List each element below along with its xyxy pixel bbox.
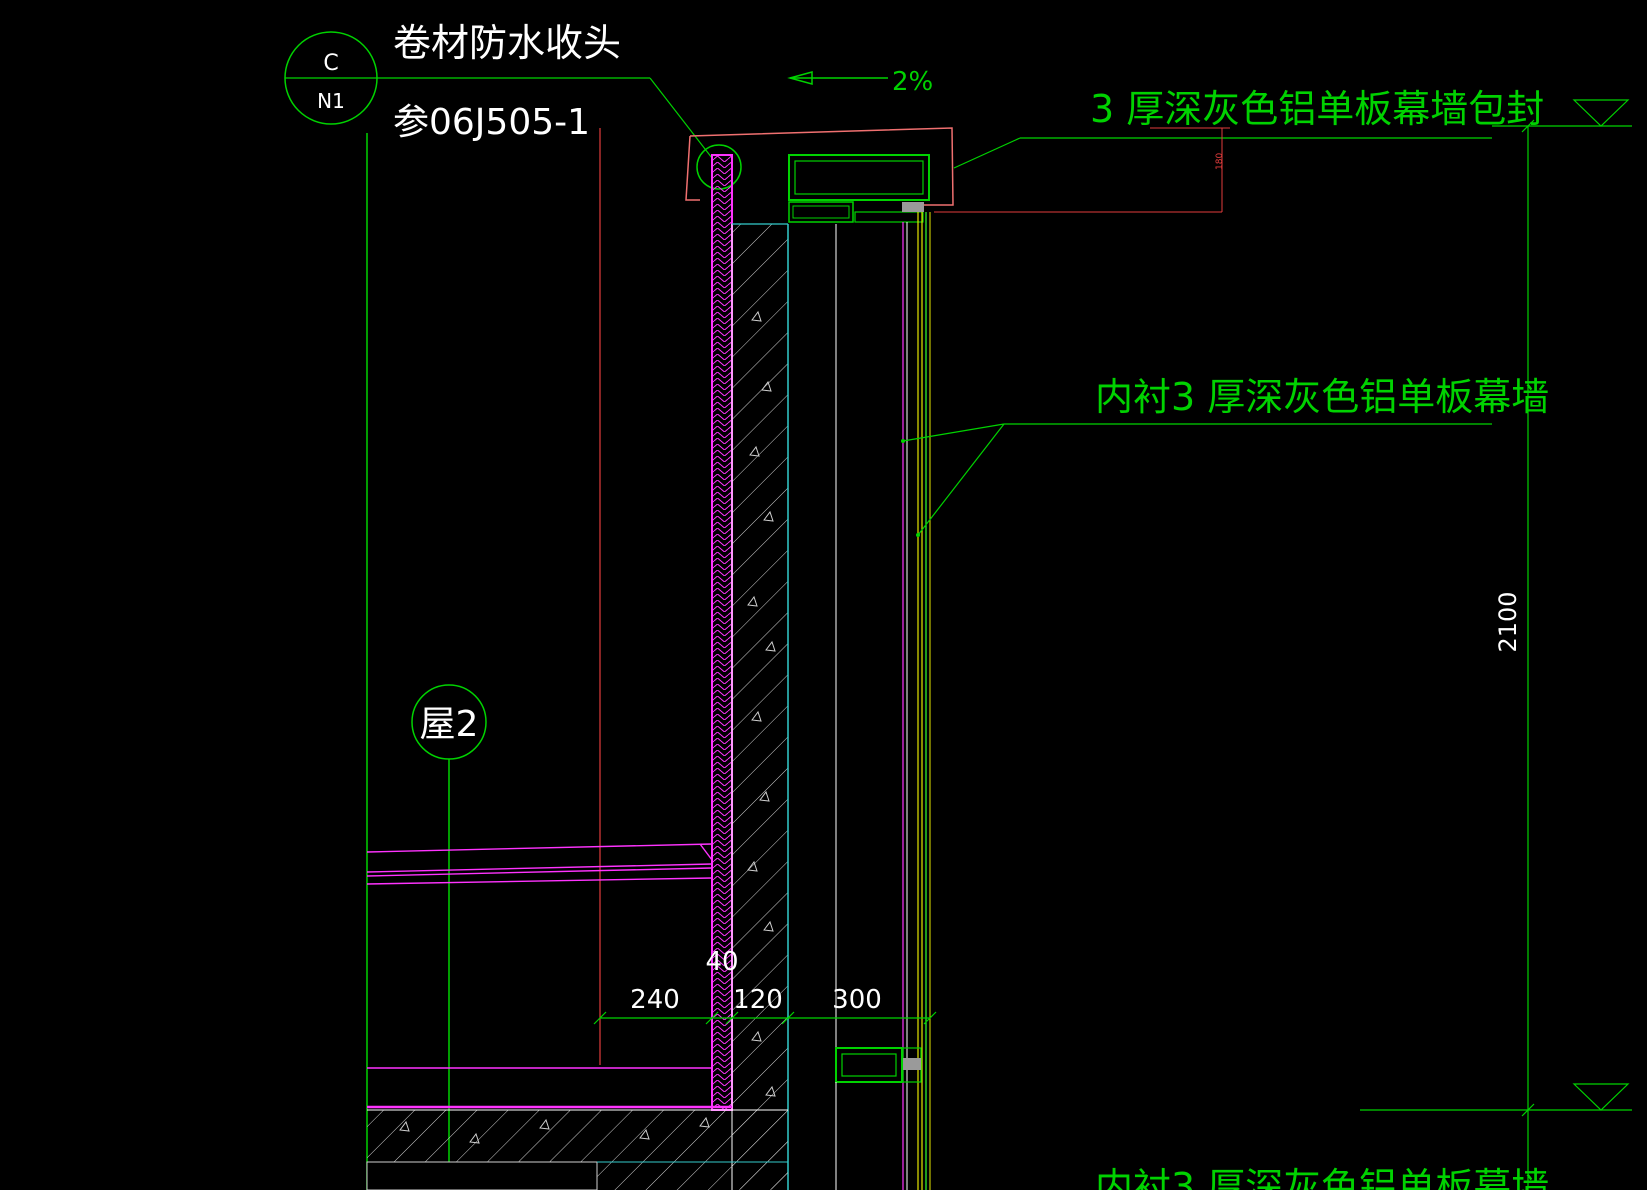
dim-40: 40 — [705, 947, 738, 977]
small-dim-label: 180 — [1215, 153, 1225, 170]
lining-note-label: 内衬3 厚深灰色铝单板幕墙 — [1095, 375, 1549, 419]
small-dimension: 180 — [934, 127, 1230, 213]
slope-arrow: 2% — [787, 67, 933, 97]
membrane-end-label: 卷材防水收头 — [393, 21, 621, 65]
lining-note-bottom-label: 内衬3 厚深灰色铝单板幕墙 — [1095, 1165, 1549, 1190]
dimension-2100: 2100 — [1494, 119, 1535, 1190]
cap-note: 3 厚深灰色铝单板幕墙包封 — [953, 87, 1544, 169]
top-curtain-frame — [788, 154, 930, 223]
lining-note: 内衬3 厚深灰色铝单板幕墙 — [901, 375, 1549, 537]
lower-curtain-frame — [835, 1047, 922, 1190]
elevation-marker-bottom — [1360, 1083, 1632, 1111]
horizontal-dimensions: 240 120 300 40 — [593, 947, 937, 1025]
elevation-marker-top — [1492, 99, 1632, 127]
dim-2100-label: 2100 — [1494, 591, 1522, 652]
dim-240: 240 — [630, 985, 680, 1015]
roof-layers-upper — [366, 843, 713, 885]
detail-ref-top: C — [323, 51, 338, 76]
cap-note-label: 3 厚深灰色铝单板幕墙包封 — [1090, 87, 1544, 131]
membrane-ref-label: 参06J505-1 — [393, 102, 590, 143]
dim-120: 120 — [733, 985, 783, 1015]
detail-reference-symbol: C N1 — [284, 31, 713, 159]
aggregate-marks — [747, 310, 776, 1097]
detail-ref-bottom: N1 — [317, 89, 345, 113]
roof-ref-label: 屋2 — [420, 704, 479, 745]
cap-flashing-left — [685, 135, 700, 201]
concrete-wall — [732, 224, 788, 1189]
slope-label: 2% — [892, 67, 933, 97]
dim-300: 300 — [832, 985, 882, 1015]
cap-flashing — [689, 127, 954, 206]
